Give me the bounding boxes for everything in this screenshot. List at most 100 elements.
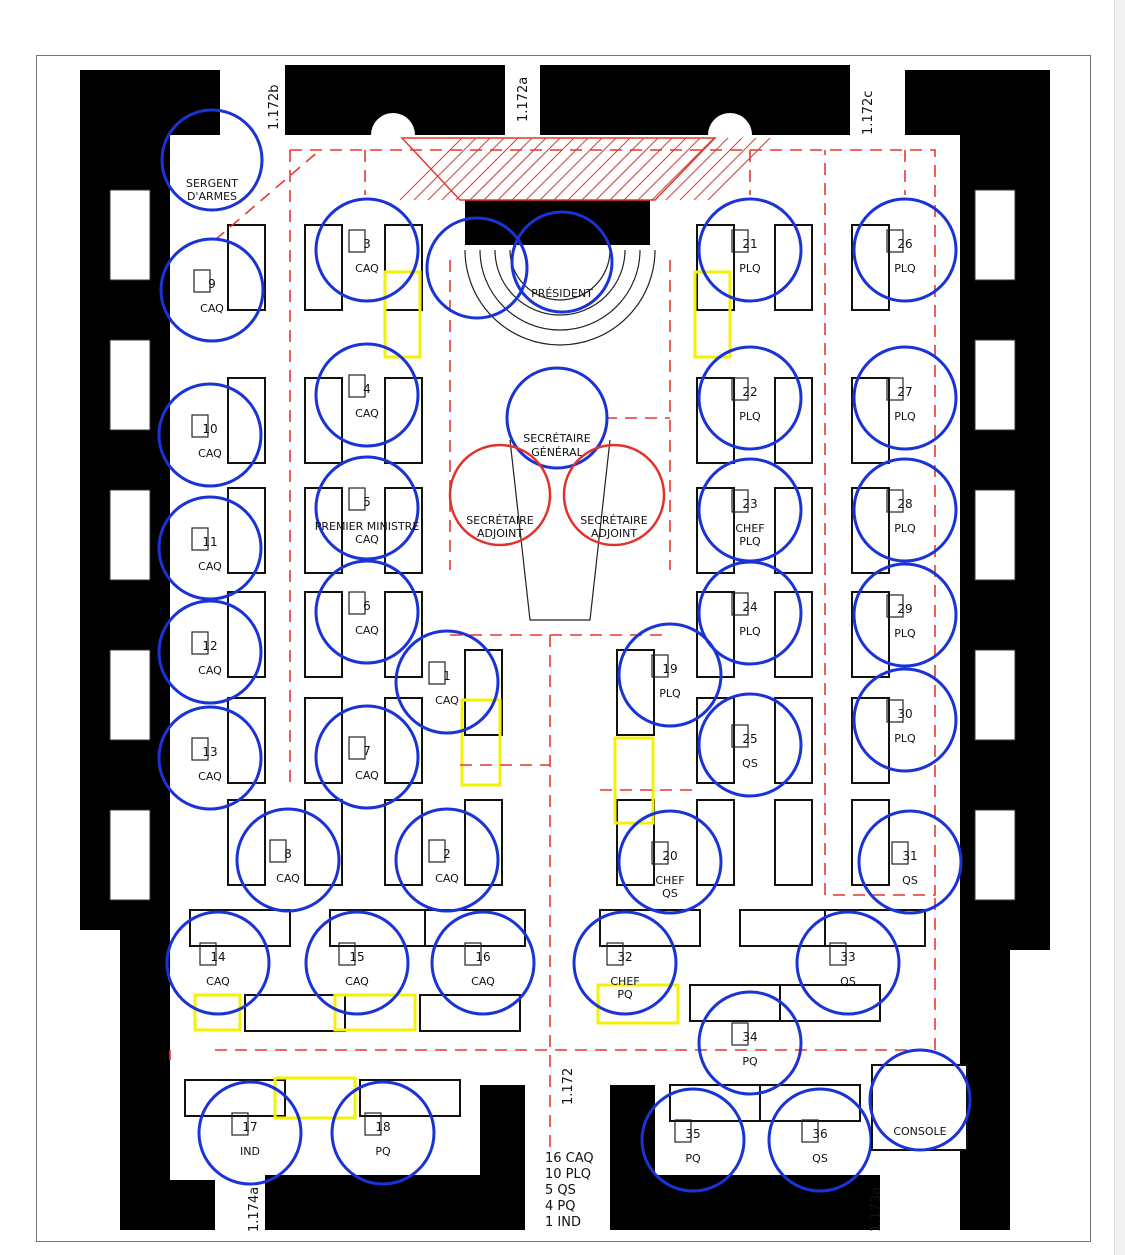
desks	[184, 224, 926, 1122]
seat-circle[interactable]	[697, 345, 803, 451]
seat-party-label: PQ	[685, 1152, 701, 1165]
door-label-1172c: 1.172c	[861, 91, 876, 135]
seat-circle[interactable]	[617, 622, 723, 728]
secretaire-general-label-2: GÉNÉRAL	[531, 446, 583, 459]
seat-party-label: CHEF	[735, 522, 764, 535]
seat-circle[interactable]	[159, 237, 265, 343]
door-label-1172a: 1.172a	[516, 77, 531, 122]
seat-circle[interactable]	[617, 809, 723, 915]
seat-circle[interactable]	[314, 704, 420, 810]
seat-circle[interactable]	[857, 809, 963, 915]
secretaire-general-label: SECRÉTAIRE	[523, 432, 590, 445]
seat-party-label: PREMIER MINISTRE	[315, 520, 420, 533]
seat-number: 28	[897, 497, 912, 511]
seat-circle[interactable]	[795, 910, 901, 1016]
seat-circle[interactable]	[157, 599, 263, 705]
seat-number: 32	[617, 950, 632, 964]
chair-icon	[731, 1022, 749, 1046]
seat-party-label: CAQ	[355, 407, 379, 420]
chair-icon	[191, 631, 209, 655]
seat-circle[interactable]	[852, 562, 958, 668]
seat-circle[interactable]	[197, 1080, 303, 1186]
seat-circle[interactable]	[394, 629, 500, 735]
seat-circle[interactable]	[314, 559, 420, 665]
seat-party-label: IND	[240, 1145, 260, 1158]
seat-circle[interactable]	[394, 807, 500, 913]
seat-circle[interactable]	[697, 692, 803, 798]
chair-icon	[651, 841, 669, 865]
seat-party-label: PLQ	[894, 627, 916, 640]
seat-circle[interactable]	[697, 990, 803, 1096]
seat-circle[interactable]	[235, 807, 341, 913]
seat-circle[interactable]	[640, 1087, 746, 1193]
seat-party-label: CHEF	[655, 874, 684, 887]
seat-party-label: PLQ	[739, 625, 761, 638]
seat-number: 5	[363, 495, 371, 509]
seat-number: 11	[202, 535, 217, 549]
seat-circle[interactable]	[697, 560, 803, 666]
seat-circle[interactable]	[165, 910, 271, 1016]
seat-party-label: PLQ	[659, 687, 681, 700]
seat-summary: 16 CAQ 10 PLQ 5 QS 4 PQ 1 IND	[545, 1151, 594, 1230]
seat-circle[interactable]	[314, 197, 420, 303]
seat-circle[interactable]	[314, 455, 420, 561]
seat-number: 19	[662, 662, 677, 676]
seat-circle[interactable]	[430, 910, 536, 1016]
seat-circle[interactable]	[330, 1080, 436, 1186]
seat-circle-sergent	[160, 108, 264, 212]
seat-circle[interactable]	[304, 910, 410, 1016]
seat-circle[interactable]	[697, 197, 803, 303]
seat-circle[interactable]	[572, 910, 678, 1016]
seat-circle[interactable]	[157, 382, 263, 488]
seat-number: 25	[742, 732, 757, 746]
seat-circle[interactable]	[314, 342, 420, 448]
seat-circle[interactable]	[852, 457, 958, 563]
seat-number: 14	[210, 950, 225, 964]
seat-circle[interactable]	[852, 197, 958, 303]
seat-circle[interactable]	[852, 667, 958, 773]
seat-party-label: PQ	[375, 1145, 391, 1158]
scrollbar[interactable]	[1114, 0, 1125, 1255]
seat-circle[interactable]	[852, 345, 958, 451]
chair-icon	[348, 229, 366, 253]
console-desk	[871, 1064, 968, 1151]
seat-circle[interactable]	[157, 495, 263, 601]
seat-circle[interactable]	[157, 705, 263, 811]
seat-number: 1	[443, 669, 451, 683]
